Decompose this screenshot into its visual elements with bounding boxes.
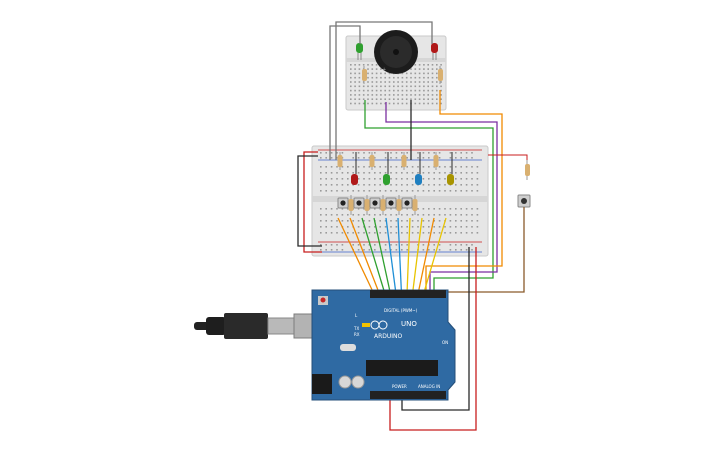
button-resistor[interactable] (396, 195, 402, 215)
led-yellow[interactable] (447, 174, 454, 185)
pin-wire[interactable] (385, 217, 397, 295)
status-led-red[interactable] (431, 43, 438, 60)
capacitor-1 (338, 375, 352, 389)
push-button[interactable] (369, 197, 381, 209)
push-button[interactable] (337, 197, 349, 209)
push-button[interactable] (401, 197, 413, 209)
power-analog-header[interactable] (370, 391, 446, 399)
wire-purple-buzzer[interactable] (385, 102, 498, 294)
wire-gray-top-2[interactable] (329, 25, 361, 160)
pin-wire[interactable] (406, 217, 411, 295)
led-green[interactable] (383, 174, 390, 185)
external-button[interactable] (517, 194, 531, 208)
piezo-buzzer[interactable]: + (374, 30, 418, 74)
arduino-label: ARDUINO (374, 333, 403, 340)
on-label: ON (442, 340, 448, 345)
pin-wire[interactable] (417, 217, 435, 295)
button-resistor[interactable] (364, 195, 370, 215)
button-resistor[interactable] (380, 195, 386, 215)
crystal (340, 344, 356, 351)
wire-red-5v[interactable] (389, 247, 477, 431)
resistor-green[interactable] (369, 152, 375, 170)
wire-red-ext[interactable] (488, 154, 528, 160)
pin-wire[interactable] (411, 217, 423, 295)
led-l (362, 323, 370, 327)
button-resistor[interactable] (348, 195, 354, 215)
pin-wire[interactable] (361, 217, 386, 295)
pin-wires (337, 217, 447, 295)
push-button[interactable] (385, 197, 397, 209)
power-jack[interactable] (312, 374, 332, 394)
pin-wire[interactable] (397, 217, 403, 295)
tx-label: TX (353, 326, 359, 331)
uno-label: UNO (401, 320, 417, 328)
wires-top (329, 21, 503, 294)
digital-header[interactable] (370, 290, 446, 298)
pin-wire[interactable] (337, 217, 375, 295)
external-resistor[interactable] (525, 160, 530, 180)
wires-power-bottom (389, 247, 477, 431)
wire-gray-top[interactable] (335, 21, 433, 160)
atmega-chip (366, 360, 438, 376)
wire-orange-status[interactable] (425, 90, 503, 294)
wire-black-gnd-arduino[interactable] (401, 247, 470, 411)
resistor-red[interactable] (337, 152, 343, 170)
led-l-label: L (355, 313, 358, 318)
pin-wire[interactable] (373, 217, 392, 295)
wire-green-status[interactable] (364, 100, 494, 294)
digital-label: DIGITAL (PWM~) (384, 308, 418, 313)
capacitor-2 (351, 375, 365, 389)
led-red[interactable] (351, 174, 358, 185)
arduino-logo-icon (370, 320, 388, 330)
buzzer-plus-label: + (382, 67, 386, 73)
wire-red-power[interactable] (303, 151, 322, 253)
usb-cable[interactable] (194, 313, 331, 339)
led-blue[interactable] (415, 174, 422, 185)
status-led-green[interactable] (356, 43, 363, 60)
wires-power-left (297, 151, 322, 253)
game-parts (337, 152, 454, 215)
status-resistor-right[interactable] (438, 66, 443, 84)
wire-black-gnd[interactable] (297, 155, 322, 247)
pin-wire[interactable] (422, 217, 447, 295)
arduino-uno[interactable]: L TX RX DIGITAL (PWM~) ARDUINO UNO POWER… (311, 289, 456, 401)
status-resistor-left[interactable] (362, 66, 367, 84)
rx-label: RX (354, 332, 360, 337)
analog-label: ANALOG IN (418, 384, 440, 389)
breadboard-holes (320, 152, 479, 251)
resistor-blue[interactable] (401, 152, 407, 170)
push-button[interactable] (353, 197, 365, 209)
power-label: POWER (392, 384, 407, 389)
button-resistor[interactable] (412, 195, 418, 215)
pin-wire[interactable] (349, 217, 381, 295)
resistor-yellow[interactable] (433, 152, 439, 170)
